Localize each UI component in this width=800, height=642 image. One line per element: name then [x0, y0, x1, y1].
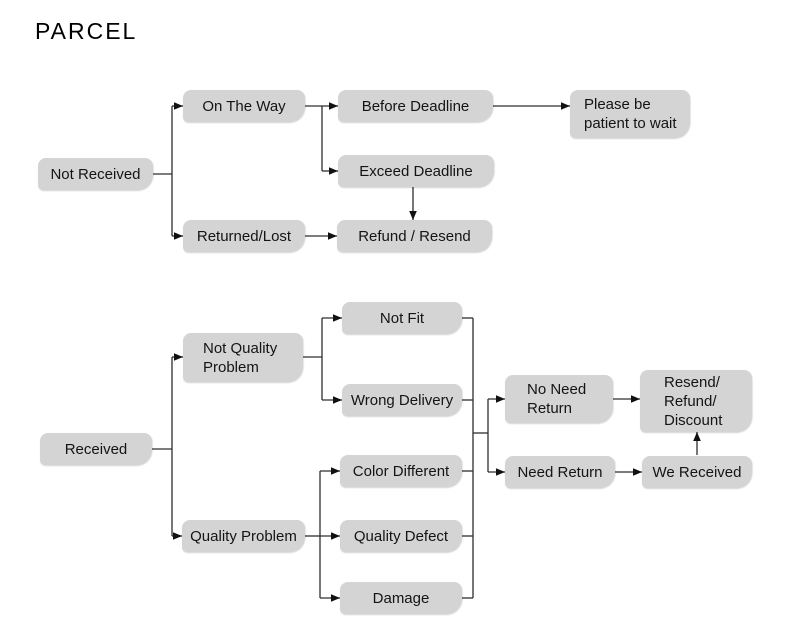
arrowhead-icon: [496, 468, 505, 476]
flowchart-node-quality-problem: Quality Problem: [182, 520, 305, 552]
flowchart-node-refund-resend: Refund / Resend: [337, 220, 492, 252]
arrowhead-icon: [333, 396, 342, 404]
node-label: No Need: [527, 381, 587, 398]
node-label: Refund/: [664, 392, 717, 410]
arrowhead-icon: [174, 102, 183, 110]
arrowhead-icon: [329, 167, 338, 175]
arrowhead-icon: [633, 468, 642, 476]
node-label: Wrong Delivery: [350, 391, 454, 409]
arrowhead-icon: [331, 532, 340, 540]
arrowhead-icon: [331, 467, 340, 475]
node-label: Damage: [372, 589, 430, 607]
node-label: Not Received: [50, 165, 141, 183]
arrowhead-icon: [173, 532, 182, 540]
node-label: Need Return: [517, 463, 603, 481]
arrowhead-icon: [331, 594, 340, 602]
node-label: Quality Problem: [190, 527, 297, 545]
node-label: Discount: [664, 411, 723, 429]
flowchart-node-please-be-patient: Please be patient to wait: [570, 90, 690, 138]
node-label: Not Quality: [203, 339, 278, 357]
flowchart-node-not-fit: Not Fit: [342, 302, 462, 334]
flowchart-node-wrong-delivery: Wrong Delivery: [342, 384, 462, 416]
arrowhead-icon: [631, 395, 640, 403]
arrowhead-icon: [328, 232, 337, 240]
flowchart-node-not-received: Not Received: [38, 158, 153, 190]
flowchart-node-color-different: Color Different: [340, 455, 462, 487]
arrowhead-icon: [561, 102, 570, 110]
arrowhead-icon: [174, 353, 183, 361]
node-label: Refund / Resend: [358, 227, 471, 245]
node-label: Quality Defect: [353, 527, 449, 545]
flowchart-node-received: Received: [40, 433, 152, 465]
node-label: We Received: [652, 463, 742, 481]
arrowhead-icon: [174, 232, 183, 240]
arrowhead-icon: [693, 432, 701, 441]
flowchart-node-exceed-deadline: Exceed Deadline: [338, 155, 494, 187]
flowchart-node-before-deadline: Before Deadline: [338, 90, 493, 122]
node-label: Problem: [203, 358, 259, 376]
arrowhead-icon: [409, 211, 417, 220]
flowchart-node-resend-refund-discount: Resend/Refund/Discount: [640, 370, 752, 432]
node-label: Received: [64, 440, 128, 458]
flowchart-node-returned-lost: Returned/Lost: [183, 220, 305, 252]
node-label: Exceed Deadline: [359, 162, 473, 180]
arrowhead-icon: [496, 395, 505, 403]
node-label: Color Different: [352, 462, 450, 480]
flowchart-node-on-the-way: On The Way: [183, 90, 305, 122]
flowchart-node-damage: Damage: [340, 582, 462, 614]
node-label: Not Fit: [379, 309, 425, 327]
flowchart-node-need-return: Need Return: [505, 456, 615, 488]
page-title: PARCEL: [35, 18, 138, 44]
node-label: On The Way: [202, 97, 286, 115]
node-label: Please be: [584, 96, 651, 113]
flowchart-node-we-received: We Received: [642, 456, 752, 488]
node-label: Return: [527, 400, 573, 417]
node-label: Before Deadline: [361, 97, 470, 115]
arrowhead-icon: [333, 314, 342, 322]
node-label: Returned/Lost: [196, 227, 292, 245]
node-label: patient to wait: [584, 115, 677, 132]
arrowhead-icon: [329, 102, 338, 110]
node-label: Resend/: [664, 373, 720, 391]
flowchart-node-quality-defect: Quality Defect: [340, 520, 462, 552]
